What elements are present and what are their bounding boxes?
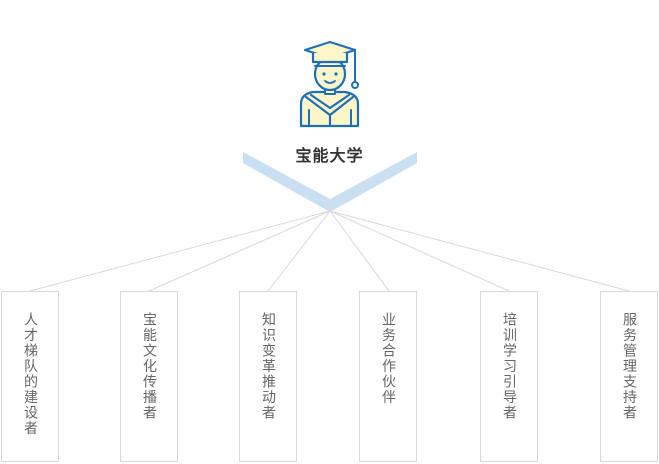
root-title: 宝能大学 (295, 146, 364, 165)
role-box-business-partner: 业务合作伙伴 (359, 291, 417, 462)
connector-line (29, 210, 331, 292)
role-label: 培训学习引导者 (501, 312, 517, 421)
role-label: 人才梯队的建设者 (22, 312, 38, 436)
role-box-talent-builder: 人才梯队的建设者 (1, 291, 59, 462)
role-label: 宝能文化传播者 (141, 312, 157, 421)
role-label: 业务合作伙伴 (380, 312, 396, 405)
role-box-service-supporter: 服务管理支持者 (600, 291, 658, 462)
role-box-culture-spreader: 宝能文化传播者 (120, 291, 178, 462)
role-label: 知识变革推动者 (260, 312, 276, 421)
graduate-icon (299, 40, 360, 128)
chevron-shape (243, 152, 417, 212)
connector-lines (29, 210, 630, 292)
role-box-training-guide: 培训学习引导者 (480, 291, 538, 462)
connector-line (329, 210, 510, 292)
connector-line (329, 210, 630, 292)
connector-line (329, 210, 390, 292)
role-box-knowledge-promoter: 知识变革推动者 (239, 291, 297, 462)
connector-line (148, 210, 331, 292)
connector-line (267, 210, 331, 292)
role-label: 服务管理支持者 (621, 312, 637, 421)
